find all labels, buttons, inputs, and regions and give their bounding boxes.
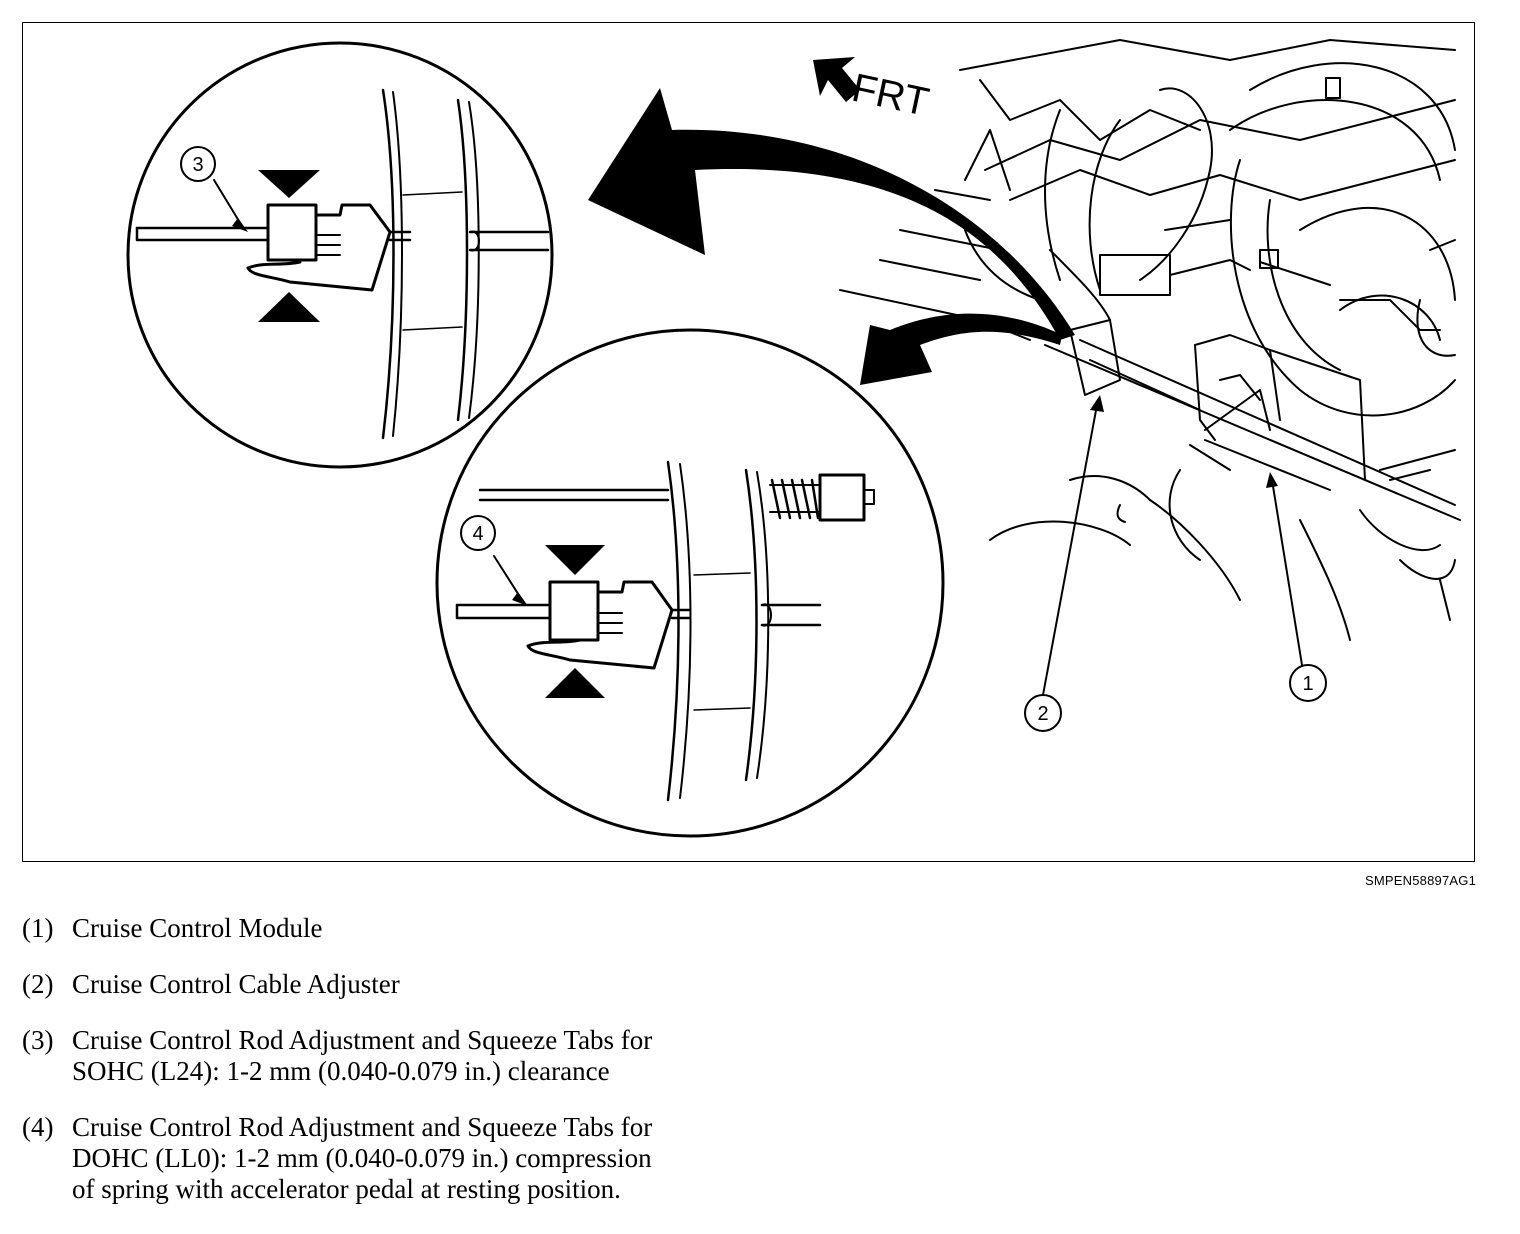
leader-lines <box>1024 395 1327 732</box>
legend-line: of spring with accelerator pedal at rest… <box>72 1174 621 1204</box>
legend-line: DOHC (LL0): 1-2 mm (0.040-0.079 in.) com… <box>72 1143 652 1173</box>
legend-item: (2) Cruise Control Cable Adjuster <box>22 969 782 1000</box>
legend-line: SOHC (L24): 1-2 mm (0.040-0.079 in.) cle… <box>72 1056 610 1086</box>
detail-circle-sohc <box>126 41 554 469</box>
large-curved-arrow <box>588 88 1075 340</box>
callout-2-label: 2 <box>1037 703 1048 725</box>
legend-item: (3) Cruise Control Rod Adjustment and Sq… <box>22 1025 782 1087</box>
legend-line: Cruise Control Rod Adjustment and Squeez… <box>72 1025 653 1055</box>
legend-number: (2) <box>22 969 54 999</box>
legend-text: Cruise Control Module <box>72 913 782 944</box>
small-curved-arrow <box>860 313 1062 385</box>
legend-item: (4) Cruise Control Rod Adjustment and Sq… <box>22 1112 782 1205</box>
figure-id: SMPEN58897AG1 <box>1365 873 1476 888</box>
legend-text: Cruise Control Cable Adjuster <box>72 969 782 1000</box>
callout-1-label: 1 <box>1302 673 1313 695</box>
legend-text: Cruise Control Rod Adjustment and Squeez… <box>72 1025 782 1087</box>
frt-label: FRT <box>848 66 932 125</box>
detail-circle-dohc <box>435 328 945 838</box>
legend-number: (1) <box>22 913 54 943</box>
legend-number: (4) <box>22 1112 54 1142</box>
callout-4-label: 4 <box>472 523 483 545</box>
legend-item: (1) Cruise Control Module <box>22 913 782 944</box>
engine-bay-sketch <box>839 39 1461 641</box>
frt-arrow <box>813 57 860 102</box>
legend-line: Cruise Control Module <box>72 913 323 943</box>
legend-line: Cruise Control Cable Adjuster <box>72 969 400 999</box>
callout-3-label: 3 <box>192 154 203 176</box>
legend-number: (3) <box>22 1025 54 1055</box>
legend-text: Cruise Control Rod Adjustment and Squeez… <box>72 1112 782 1205</box>
legend-line: Cruise Control Rod Adjustment and Squeez… <box>72 1112 653 1142</box>
legend: (1) Cruise Control Module (2) Cruise Con… <box>22 913 782 1230</box>
